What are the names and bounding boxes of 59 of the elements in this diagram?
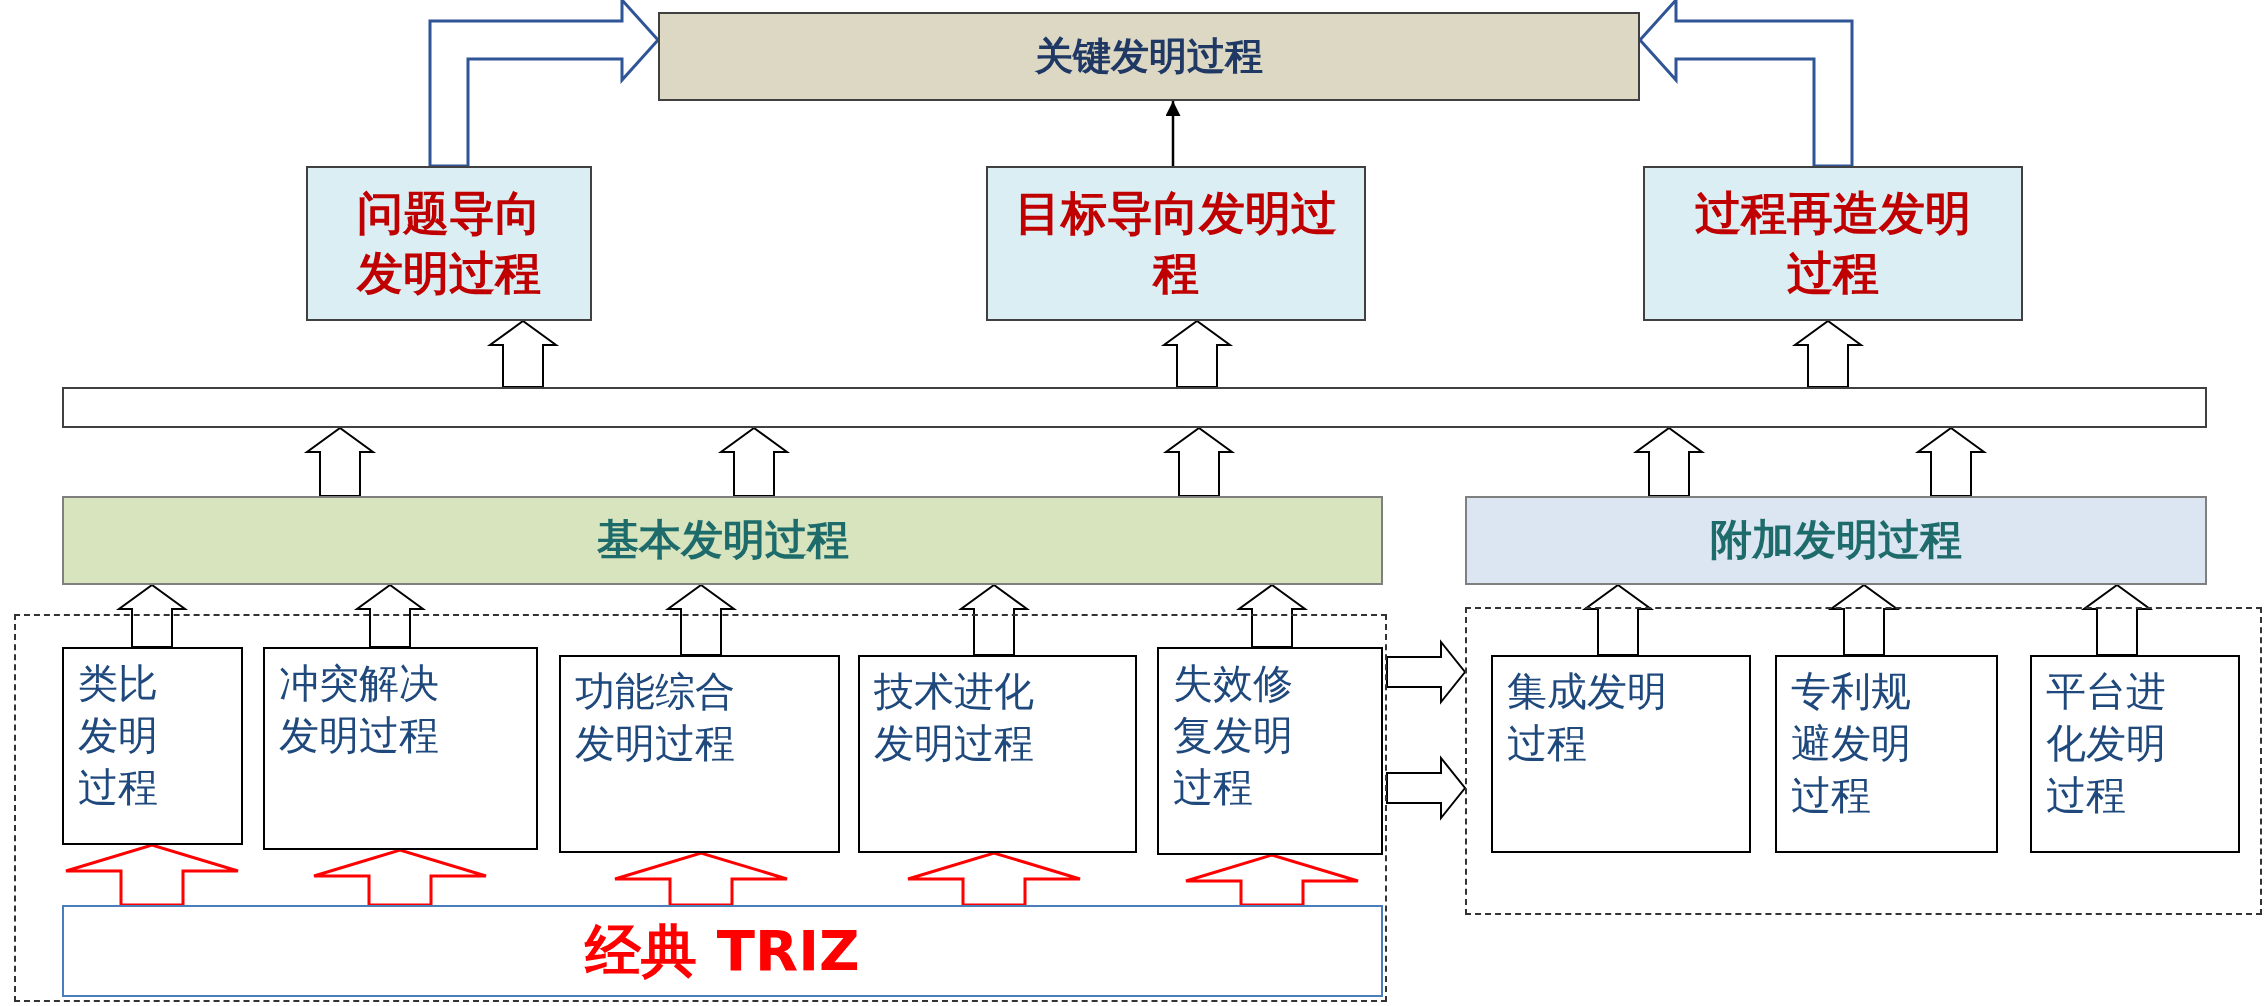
process-box	[986, 166, 1366, 321]
node-label: 类比发明过程	[78, 659, 159, 812]
bar	[62, 387, 2207, 428]
block-arrow	[1162, 426, 1236, 497]
block-arrow	[717, 426, 791, 497]
node-label: 过程再造发明过程	[1694, 184, 1972, 302]
block-arrow	[1184, 853, 1360, 907]
block-arrow	[1581, 583, 1655, 656]
process-box	[62, 905, 1383, 997]
block-arrow	[115, 583, 189, 648]
process-box	[1491, 655, 1751, 853]
process-box	[1643, 166, 2023, 321]
node-label: 集成发明过程	[1507, 667, 1668, 768]
node-label: 问题导向发明过程	[355, 184, 542, 302]
node-label: 专利规避发明过程	[1791, 667, 1912, 820]
block-arrow	[1638, 0, 1854, 168]
process-box	[658, 12, 1640, 101]
dashed-frame	[1465, 607, 2262, 915]
block-arrow	[613, 851, 789, 907]
process-box	[62, 496, 1383, 585]
block-arrow	[428, 0, 660, 168]
block-arrow	[664, 583, 738, 656]
node-label: 冲突解决发明过程	[279, 659, 440, 760]
block-arrow	[2080, 583, 2154, 656]
block-arrow	[1914, 426, 1988, 497]
block-arrow	[353, 583, 427, 648]
block-arrow	[486, 319, 560, 388]
node-label: 经典 TRIZ	[583, 916, 861, 985]
block-arrow	[1235, 583, 1309, 648]
block-arrow	[957, 583, 1031, 656]
block-arrow	[303, 426, 377, 497]
block-arrow	[1827, 583, 1901, 656]
process-box	[62, 647, 243, 845]
block-arrow	[1386, 755, 1467, 821]
node-label: 技术进化发明过程	[874, 667, 1035, 768]
process-box	[263, 647, 538, 850]
process-box	[1465, 496, 2207, 585]
process-box	[306, 166, 592, 321]
arrow	[1165, 101, 1181, 166]
block-arrow	[1160, 319, 1234, 388]
process-box	[1157, 647, 1383, 855]
dashed-frame	[14, 614, 1387, 1002]
block-arrow	[312, 848, 488, 907]
block-arrow	[64, 843, 240, 907]
node-label: 目标导向发明过程	[1014, 184, 1338, 302]
node-label: 关键发明过程	[1034, 32, 1264, 80]
block-arrow	[1386, 639, 1467, 705]
block-arrow	[906, 851, 1082, 907]
block-arrow	[1791, 319, 1865, 388]
node-label: 附加发明过程	[1709, 514, 1963, 567]
process-box	[559, 655, 840, 853]
node-label: 基本发明过程	[595, 514, 850, 567]
block-arrow	[1632, 426, 1706, 497]
node-label: 平台进化发明过程	[2046, 667, 2167, 820]
node-label: 失效修复发明过程	[1173, 659, 1294, 812]
process-box	[1775, 655, 1998, 853]
process-box	[2030, 655, 2240, 853]
node-label: 功能综合发明过程	[575, 667, 736, 768]
process-box	[858, 655, 1137, 853]
